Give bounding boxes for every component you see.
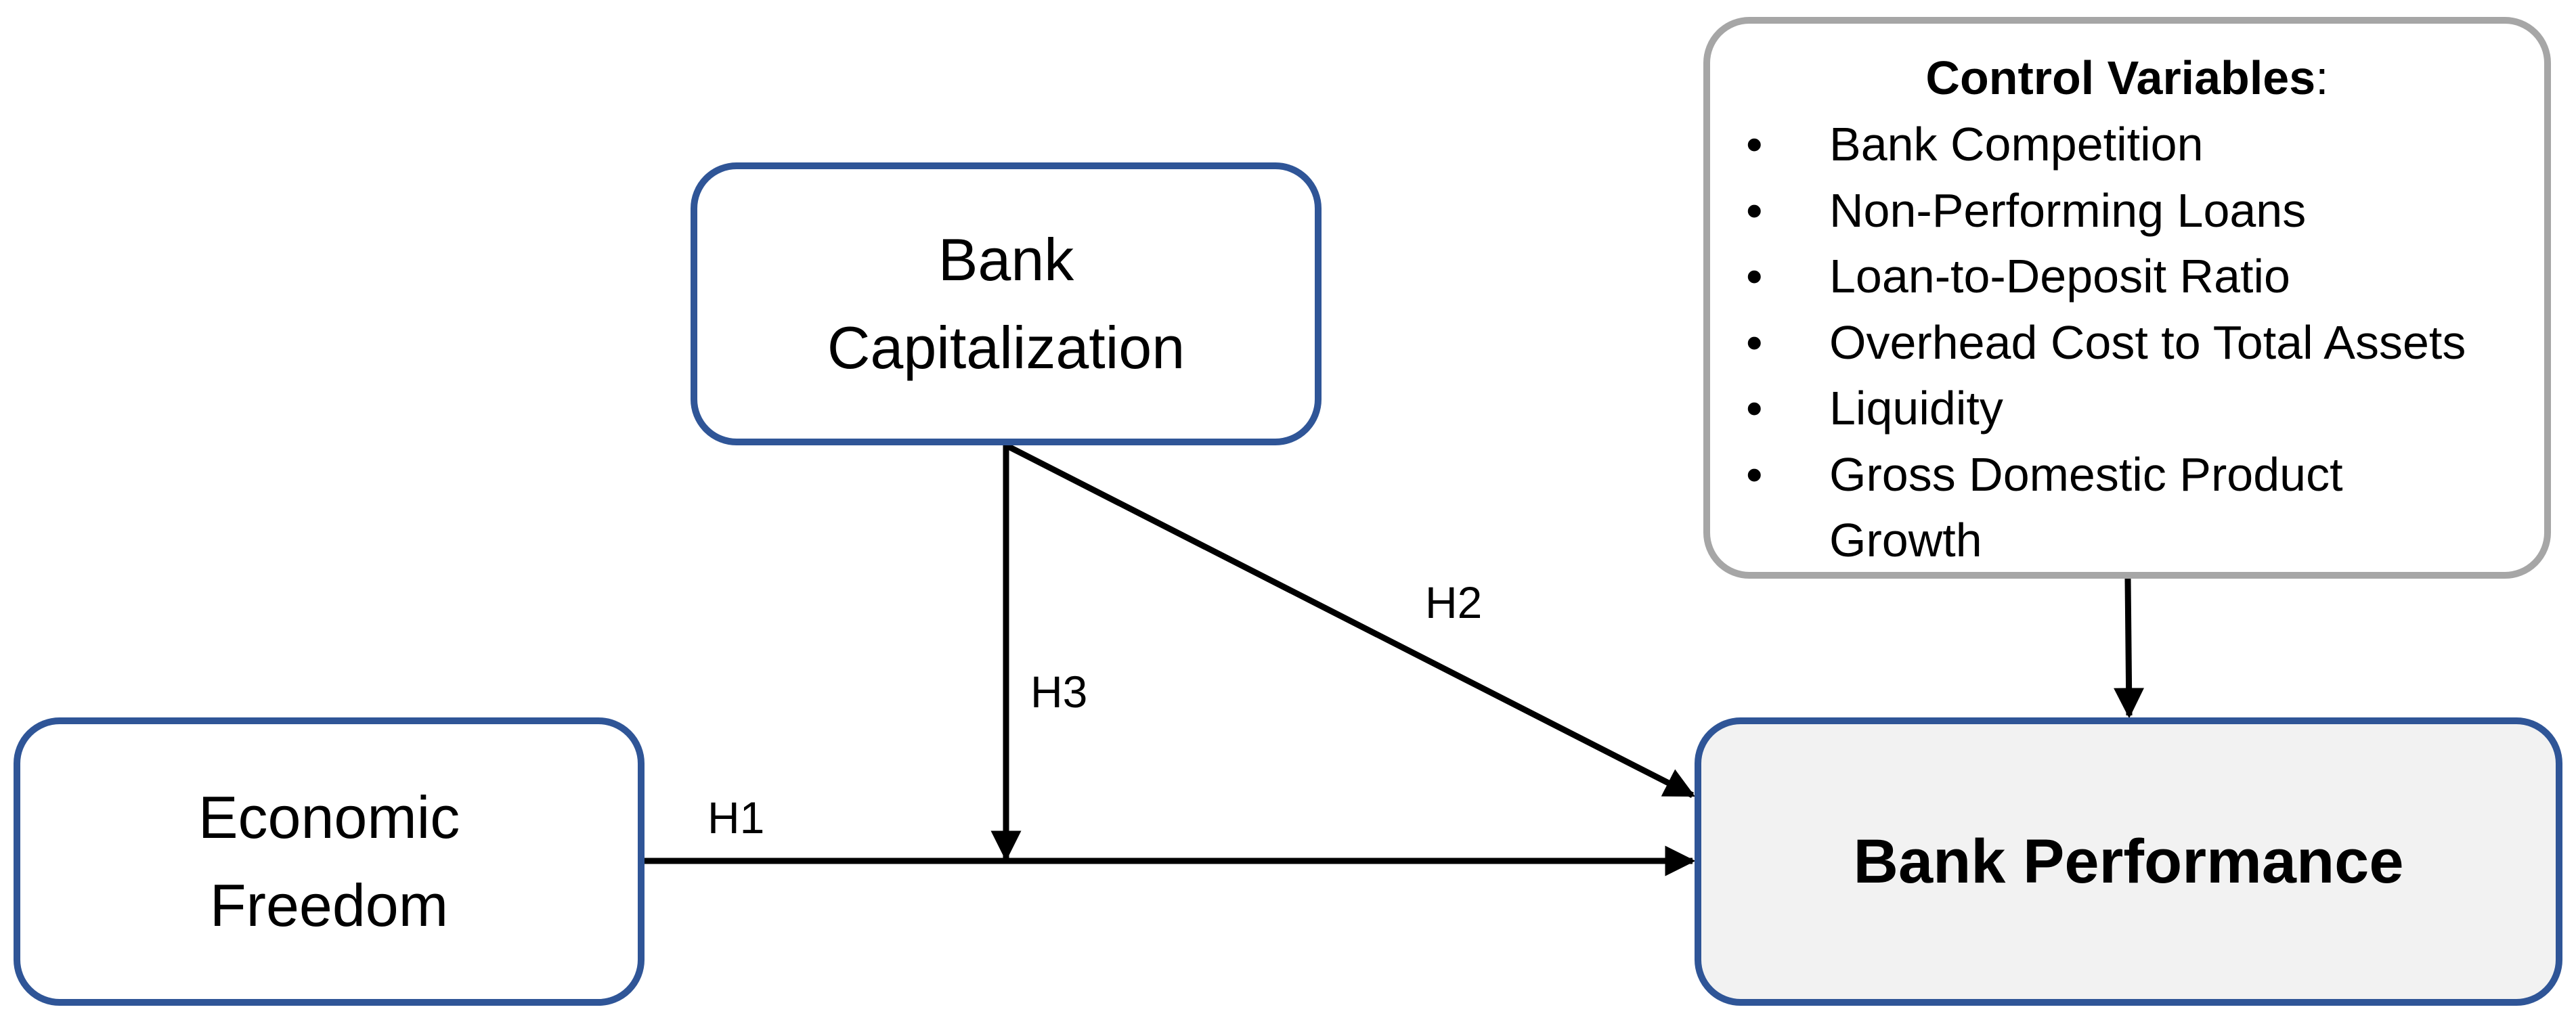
bullet-icon: • (1746, 382, 1763, 435)
bullet-icon: • (1746, 447, 1763, 501)
bullet-icon: • (1746, 118, 1763, 171)
control-variable-item: • Non-Performing Loans (1710, 178, 2466, 244)
control-variables-title: Control Variables: (1710, 44, 2544, 112)
node-economic-freedom-line-1: Economic (198, 784, 460, 851)
node-bank-capitalization-line-1: Bank (938, 226, 1074, 293)
edge-h2-arrow (1004, 442, 1696, 799)
hypothesis-label-h1: H1 (707, 793, 765, 843)
control-variable-text: Loan-to-Deposit Ratio (1829, 250, 2290, 303)
hypothesis-label-h3: H3 (1030, 667, 1088, 717)
node-bank-performance: Bank Performance (1695, 717, 2562, 1006)
bullet-icon: • (1746, 183, 1763, 237)
control-variable-item: • Overhead Cost to Total Assets (1710, 310, 2466, 376)
control-variables-title-text: Control Variables (1925, 51, 2316, 104)
node-bank-capitalization-line-2: Capitalization (827, 314, 1185, 381)
node-economic-freedom-line-2: Freedom (209, 872, 449, 939)
control-variable-text: Overhead Cost to Total Assets (1829, 315, 2466, 369)
bullet-icon: • (1746, 315, 1763, 369)
node-economic-freedom-label: Economic Freedom (198, 774, 460, 950)
node-control-variables: Control Variables: • Bank Competition • No… (1703, 17, 2551, 579)
bullet-icon: • (1746, 250, 1763, 303)
hypothesis-label-h2: H2 (1425, 577, 1483, 627)
edge-controls-arrow (2114, 578, 2145, 719)
control-variable-item: • Liquidity (1710, 376, 2466, 442)
node-bank-capitalization-label: Bank Capitalization (827, 216, 1185, 392)
node-economic-freedom: Economic Freedom (14, 717, 645, 1006)
control-variable-item: • Loan-to-Deposit Ratio (1710, 244, 2466, 310)
control-variable-text: Bank Competition (1829, 118, 2204, 171)
control-variables-list: •Bank Competition •Non-Performing Loans … (1710, 112, 2466, 574)
node-bank-performance-label: Bank Performance (1853, 826, 2404, 896)
node-bank-capitalization: Bank Capitalization (691, 162, 1322, 445)
control-variable-text: Gross Domestic Product (1829, 447, 2343, 501)
control-variable-text: Liquidity (1829, 382, 2003, 435)
control-variable-text-continuation: Growth (1829, 514, 1982, 566)
control-variable-text: Non-Performing Loans (1829, 183, 2307, 237)
control-variable-item: • Bank Competition (1710, 112, 2466, 178)
control-variables-title-colon: : (2315, 51, 2329, 104)
